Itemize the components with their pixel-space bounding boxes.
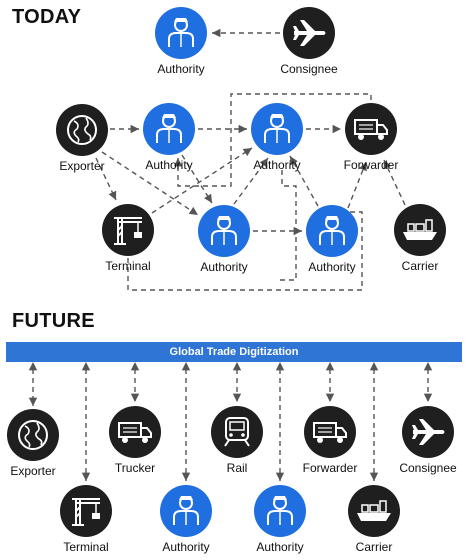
person-icon xyxy=(156,114,182,143)
crane-icon xyxy=(114,217,142,245)
node-t-forwarder xyxy=(345,103,397,155)
node-label-f-carrier: Carrier xyxy=(355,540,393,554)
node-f-rail xyxy=(211,406,263,458)
person-icon xyxy=(211,216,237,245)
node-circle xyxy=(7,409,59,461)
node-label-t-authority-top: Authority xyxy=(157,62,205,76)
connector-exporter-to-terminal xyxy=(95,157,117,201)
connector-forwarder-loop-to-authority1 xyxy=(173,93,372,187)
node-f-terminal xyxy=(60,485,112,537)
node-label-t-consignee: Consignee xyxy=(280,62,338,76)
connector-terminal-bottom-loop xyxy=(127,211,363,291)
today-title: TODAY xyxy=(12,6,82,28)
node-label-t-forwarder: Forwarder xyxy=(343,158,399,172)
node-label-f-authority-1: Authority xyxy=(162,540,210,554)
globe-icon xyxy=(18,420,48,450)
node-label-t-authority-3: Authority xyxy=(200,260,248,274)
node-t-consignee xyxy=(283,7,335,59)
node-circle xyxy=(211,406,263,458)
node-t-exporter xyxy=(56,104,108,156)
person-icon xyxy=(319,216,345,245)
node-f-trucker xyxy=(109,406,161,458)
node-f-authority-1 xyxy=(160,485,212,537)
node-label-t-carrier: Carrier xyxy=(401,259,439,273)
node-circle xyxy=(56,104,108,156)
nodes-layer xyxy=(7,7,454,537)
node-circle xyxy=(102,204,154,256)
node-f-authority-2 xyxy=(254,485,306,537)
airplane-icon xyxy=(412,419,445,445)
connector-authority2-loop xyxy=(276,170,297,281)
ship-icon xyxy=(403,219,437,240)
truck-icon xyxy=(313,422,347,443)
node-label-f-rail: Rail xyxy=(226,461,248,475)
connector-terminal-to-authority2 xyxy=(151,147,253,214)
node-t-carrier xyxy=(394,204,446,256)
truck-icon xyxy=(354,119,388,140)
crane-icon xyxy=(72,498,100,526)
connector-authority3-to-authority2 xyxy=(233,157,269,205)
connectors xyxy=(28,28,433,481)
node-label-f-consignee: Consignee xyxy=(399,461,457,475)
person-icon xyxy=(267,496,293,525)
node-circle xyxy=(60,485,112,537)
truck-icon xyxy=(118,422,152,443)
person-icon xyxy=(264,114,290,143)
node-label-f-terminal: Terminal xyxy=(63,540,109,554)
node-t-authority-4 xyxy=(306,205,358,257)
node-t-authority-2 xyxy=(251,103,303,155)
node-label-t-authority-2: Authority xyxy=(253,158,301,172)
future-title: FUTURE xyxy=(12,310,95,332)
node-label-f-forwarder: Forwarder xyxy=(302,461,358,475)
node-t-terminal xyxy=(102,204,154,256)
node-t-authority-1 xyxy=(143,103,195,155)
airplane-icon xyxy=(293,20,326,46)
node-t-authority-top xyxy=(155,7,207,59)
node-label-t-exporter: Exporter xyxy=(59,159,105,173)
globe-icon xyxy=(67,115,97,145)
ship-icon xyxy=(357,500,391,521)
node-circle xyxy=(348,485,400,537)
node-label-f-trucker: Trucker xyxy=(114,461,156,475)
connector-authority1-to-authority3 xyxy=(181,154,213,204)
node-label-t-terminal: Terminal xyxy=(105,259,151,273)
node-f-exporter xyxy=(7,409,59,461)
global-trade-digitization-banner: Global Trade Digitization xyxy=(6,342,462,362)
node-f-carrier xyxy=(348,485,400,537)
node-f-forwarder xyxy=(304,406,356,458)
person-icon xyxy=(173,496,199,525)
node-circle xyxy=(394,204,446,256)
node-label-t-authority-1: Authority xyxy=(145,158,193,172)
node-t-authority-3 xyxy=(198,205,250,257)
node-label-t-authority-4: Authority xyxy=(308,260,356,274)
node-label-f-exporter: Exporter xyxy=(10,464,56,478)
train-icon xyxy=(224,417,250,447)
node-label-f-authority-2: Authority xyxy=(256,540,304,554)
connector-authority4-to-authority2 xyxy=(289,155,319,207)
person-icon xyxy=(168,18,194,47)
connector-exporter-to-authority3 xyxy=(101,151,199,216)
node-f-consignee xyxy=(402,406,454,458)
